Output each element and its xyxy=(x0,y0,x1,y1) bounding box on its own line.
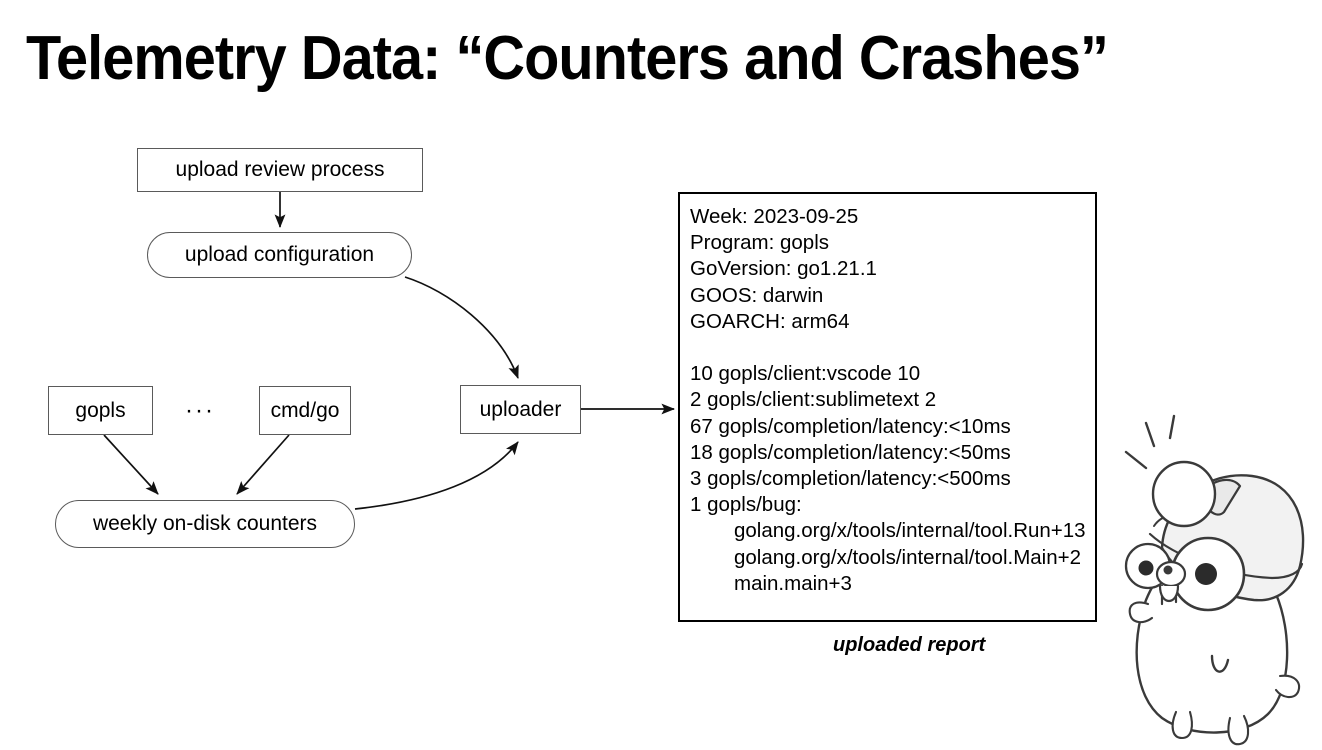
diagram-node-cmd-go[interactable]: cmd/go xyxy=(259,386,351,435)
diagram-ellipsis: ··· xyxy=(185,397,215,424)
report-line: 18 gopls/completion/latency:<50ms xyxy=(690,440,1011,464)
diagram-edges xyxy=(103,192,676,510)
report-line: GOOS: darwin xyxy=(690,283,824,307)
telemetry-flow-diagram: upload review process upload configurati… xyxy=(0,120,700,590)
go-gopher-miner-icon xyxy=(1124,414,1305,746)
edge-gopls-to-counters xyxy=(103,434,159,495)
report-caption: uploaded report xyxy=(833,634,986,656)
report-line: main.main+3 xyxy=(734,571,852,595)
report-line: golang.org/x/tools/internal/tool.Main+2 xyxy=(734,545,1082,569)
diagram-node-weekly-on-disk-counters[interactable]: weekly on-disk counters xyxy=(55,500,355,548)
report-line: 3 gopls/completion/latency:<500ms xyxy=(690,467,1011,491)
report-line: 1 gopls/bug: xyxy=(690,493,802,517)
report-line: Program: gopls xyxy=(690,231,830,255)
diagram-node-upload-review-process[interactable]: upload review process xyxy=(137,148,423,192)
report-line: Week: 2023-09-25 xyxy=(690,205,859,228)
diagram-node-upload-configuration[interactable]: upload configuration xyxy=(147,232,412,278)
page-title: Telemetry Data: “Counters and Crashes” xyxy=(26,24,1109,93)
report-line: 67 gopls/completion/latency:<10ms xyxy=(690,414,1011,438)
motion-lines-icon xyxy=(1124,414,1176,470)
edge-config-to-uploader xyxy=(404,276,519,379)
diagram-node-gopls[interactable]: gopls xyxy=(48,386,153,435)
report-line-spacer xyxy=(690,335,1095,361)
diagram-node-uploader[interactable]: uploader xyxy=(460,385,581,434)
report-line: GoVersion: go1.21.1 xyxy=(690,257,877,281)
report-line: golang.org/x/tools/internal/tool.Run+13 xyxy=(734,519,1086,543)
edge-cmdgo-to-counters xyxy=(236,434,290,495)
report-line: 10 gopls/client:vscode 10 xyxy=(690,362,921,386)
report-line: 2 gopls/client:sublimetext 2 xyxy=(690,388,937,412)
edge-counters-to-uploader xyxy=(354,441,519,510)
report-line: GOARCH: arm64 xyxy=(690,309,850,333)
